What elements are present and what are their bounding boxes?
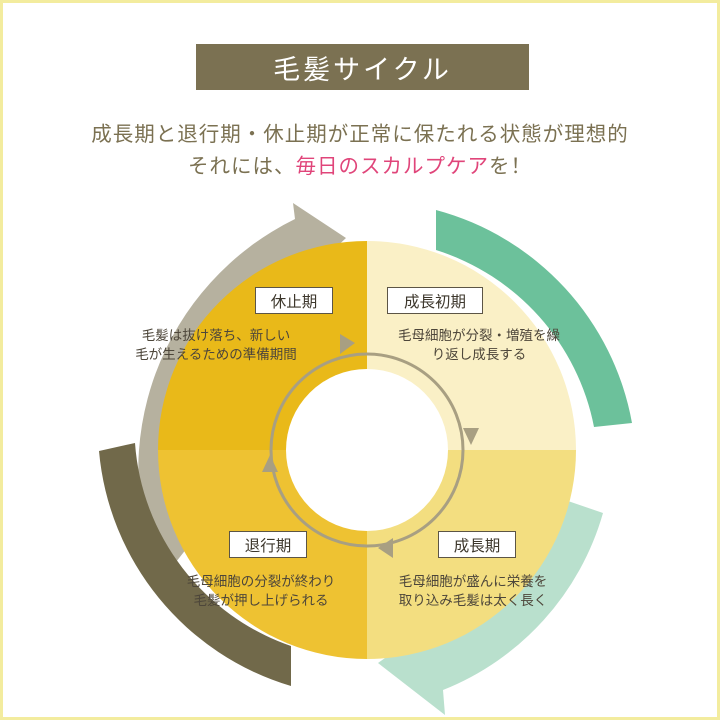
desc-growth-line-2: 取り込み毛髪は太く長く [398, 593, 548, 609]
desc-regression-line-2: 毛髪が押し上げられる [193, 593, 329, 609]
outer-arrow-dark [99, 443, 291, 686]
inner-arrow-early-growth [463, 428, 479, 445]
center-hole [286, 369, 448, 531]
subtitle-line-2: それには、毎日のスカルプケアを！ [3, 149, 717, 179]
page-title: 毛髪サイクル [273, 54, 452, 86]
subtitle-prefix: それには、 [188, 154, 296, 178]
desc-growth-line-1: 毛母細胞が盛んに栄養を [398, 574, 548, 590]
label-regression: 退行期 [229, 531, 307, 558]
label-growth: 成長期 [438, 531, 516, 558]
desc-early-growth-line-2: り返し成長する [431, 347, 527, 363]
desc-rest-line-1: 毛髪は抜け落ち、新しい [141, 328, 291, 344]
inner-arrow-growth [378, 538, 393, 558]
inner-ring [269, 352, 465, 548]
desc-early-growth-line-1: 毛母細胞が分裂・増殖を繰 [398, 328, 560, 344]
label-rest: 休止期 [255, 287, 333, 314]
desc-regression-line-1: 毛母細胞の分裂が終わり [186, 574, 336, 590]
desc-growth: 毛母細胞が盛んに栄養を 取り込み毛髪は太く長く [373, 573, 573, 611]
title-banner: 毛髪サイクル [196, 44, 529, 90]
desc-early-growth: 毛母細胞が分裂・増殖を繰 り返し成長する [379, 327, 579, 365]
subtitle-line-1: 成長期と退行期・休止期が正常に保たれる状態が理想的 [91, 122, 629, 146]
desc-regression: 毛母細胞の分裂が終わり 毛髪が押し上げられる [161, 573, 361, 611]
outer-arrow-green [436, 210, 632, 427]
inner-arrow-regression [262, 455, 278, 472]
inner-arrow-rest [340, 334, 355, 354]
label-early-growth: 成長初期 [387, 287, 483, 314]
desc-rest-line-2: 毛が生えるための準備期間 [135, 347, 297, 363]
subtitle-highlight: 毎日のスカルプケア [295, 154, 489, 178]
desc-rest: 毛髪は抜け落ち、新しい 毛が生えるための準備期間 [111, 327, 321, 365]
subtitle-suffix: を！ [489, 154, 532, 178]
